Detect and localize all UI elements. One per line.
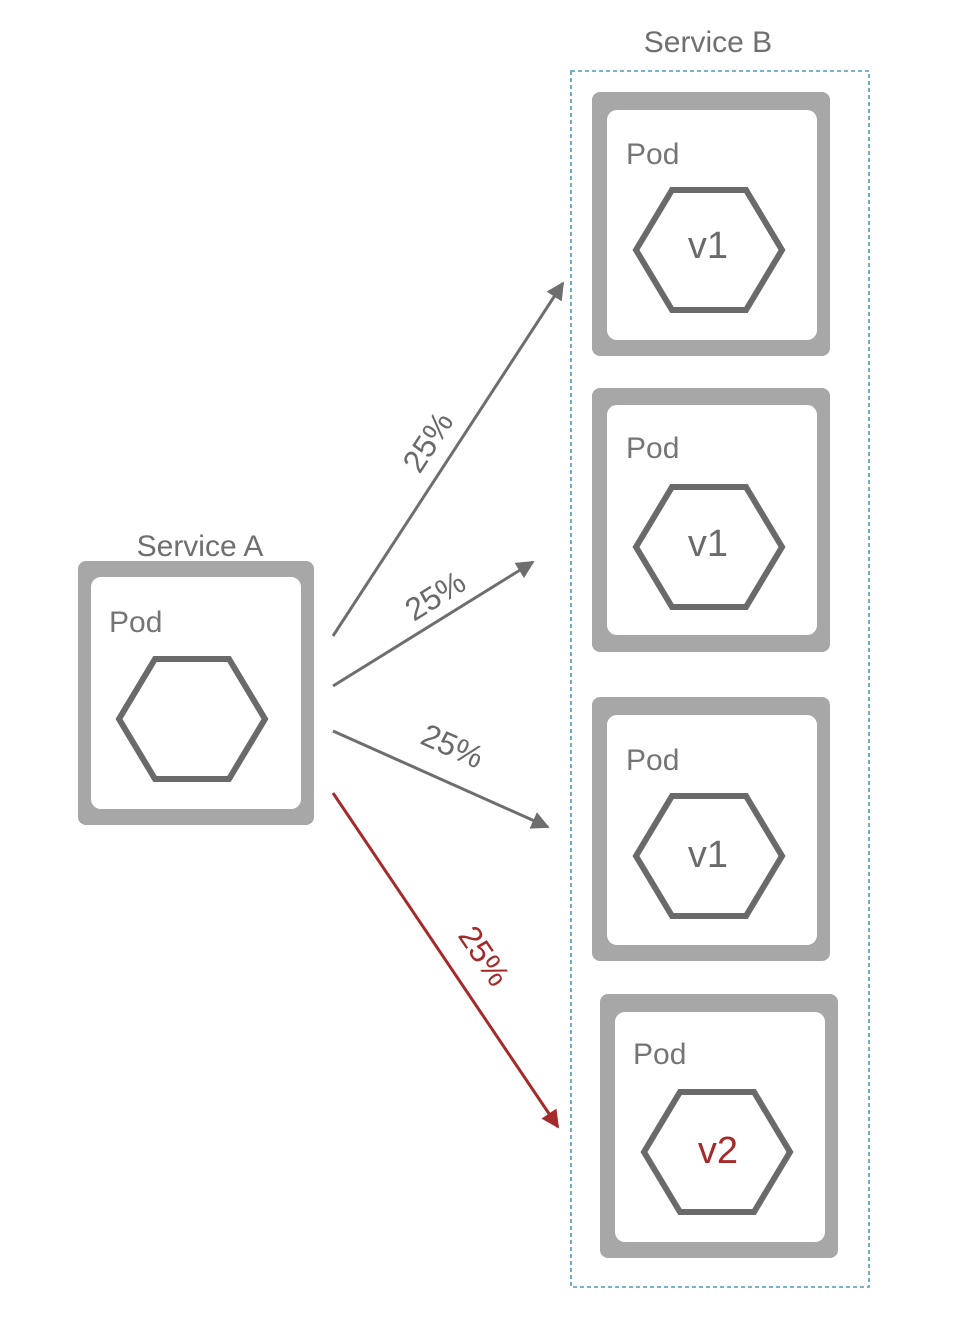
routes: 25% 25% 25% 25%	[331, 281, 565, 1129]
service-b-pod-3: Pod v1	[592, 697, 830, 961]
service-b-title: Service B	[644, 26, 772, 59]
route-arrow	[332, 560, 535, 688]
route-arrow	[332, 729, 550, 829]
pod-label: Pod	[109, 606, 162, 639]
version-label: v2	[698, 1130, 738, 1172]
route-arrow	[331, 281, 565, 637]
service-b-pod-4: Pod v2	[600, 994, 838, 1258]
pod-label: Pod	[626, 744, 679, 777]
route-percentage: 25%	[395, 405, 460, 478]
service-b-pod-2: Pod v1	[592, 388, 830, 652]
service-b: Service B Pod v1 Pod v1 Pod v1 Pod	[570, 26, 870, 1288]
route-4: 25%	[331, 792, 560, 1129]
route-percentage: 25%	[398, 563, 471, 627]
pod-label: Pod	[626, 138, 679, 171]
hexagon-icon	[632, 187, 786, 313]
version-label: v1	[688, 834, 728, 876]
hexagon-icon	[640, 1089, 794, 1215]
service-a: Service A Pod	[78, 530, 314, 825]
service-a-title: Service A	[137, 530, 264, 563]
pod-label: Pod	[633, 1038, 686, 1071]
hexagon-icon	[632, 793, 786, 919]
version-label: v1	[688, 523, 728, 565]
service-b-pod-1: Pod v1	[592, 92, 830, 356]
route-percentage: 25%	[416, 716, 489, 775]
hexagon-icon	[632, 484, 786, 610]
route-2: 25%	[332, 560, 535, 688]
route-3: 25%	[332, 716, 550, 829]
hexagon-icon	[115, 656, 269, 782]
service-b-boundary	[570, 70, 870, 1288]
service-a-pod: Pod	[78, 561, 314, 825]
route-arrow	[331, 792, 560, 1129]
version-label: v1	[688, 225, 728, 267]
pod-label: Pod	[626, 432, 679, 465]
